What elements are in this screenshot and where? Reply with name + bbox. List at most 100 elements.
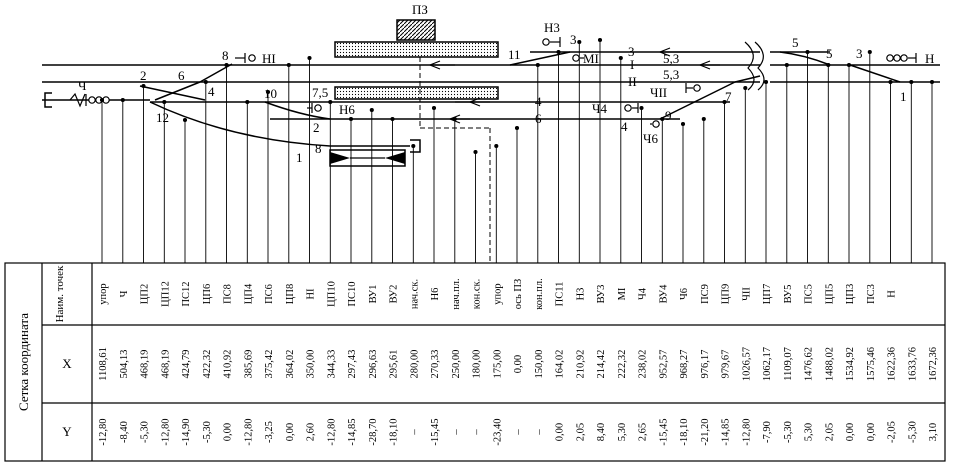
table-x-value: 468,19	[140, 350, 151, 379]
table-y-value: -15,45	[658, 418, 669, 445]
table-point-name: ЦП12	[160, 281, 171, 307]
track-label-I: I	[630, 57, 634, 72]
table-x-value: 297,43	[347, 350, 358, 379]
leader-dot	[307, 55, 312, 61]
table-y-value: -14,85	[347, 418, 358, 445]
table-x-value: 222,32	[617, 350, 628, 379]
leader-dot	[182, 117, 188, 123]
switch-10: 10	[264, 86, 277, 101]
table-y-value: -14,90	[181, 418, 192, 445]
table-y-value: –	[534, 429, 545, 436]
table-point-name: ЦП4	[243, 283, 254, 304]
table-point-name: ПС10	[347, 281, 358, 306]
signal-N: Н	[925, 51, 934, 66]
loading-ramp	[329, 149, 406, 167]
leader-dot	[390, 116, 395, 122]
leader-dot	[203, 79, 208, 85]
signal-Ch: Ч	[78, 78, 87, 93]
table-point-name: ЦП3	[845, 284, 856, 304]
table-y-value: –	[472, 429, 483, 436]
leader-dot	[452, 116, 457, 122]
signal-N3: Н3	[544, 20, 560, 35]
table-point-name: кон.ск.	[472, 279, 483, 309]
table-point-name: нач.ск.	[409, 279, 420, 309]
leader-dot	[805, 49, 810, 55]
table-x-value: 180,00	[472, 350, 483, 379]
switch-2: 2	[140, 68, 147, 83]
table-y-value: 0,00	[845, 423, 856, 441]
table-x-value: 1476,62	[804, 347, 815, 381]
table-point-name: ЦП10	[326, 281, 337, 307]
table-y-value: 0,00	[866, 423, 877, 441]
table-point-name: ПС11	[555, 282, 566, 307]
leader-dot	[784, 62, 789, 68]
table-y-value: -21,20	[700, 418, 711, 445]
leader-dot	[826, 62, 831, 68]
table-point-name: ПС3	[866, 284, 877, 304]
table-x-value: 468,19	[160, 350, 171, 379]
signals	[69, 37, 917, 128]
table-x-value: 1534,92	[845, 347, 856, 381]
table-point-name: ПС8	[223, 284, 234, 304]
platform-label-75: 7,5	[312, 85, 328, 100]
table-x-value: 385,69	[243, 350, 254, 379]
switch-11: 11	[508, 47, 521, 62]
table-point-name: ВУ4	[658, 284, 669, 304]
table-columns: упор 1108,61 -12,80 Ч 504,13 -8,40 ЦП2 468,19 -5…	[98, 278, 939, 445]
table-point-name: упор	[492, 283, 503, 304]
signal-Ch6: Ч6	[643, 131, 658, 146]
leader-dot	[141, 83, 146, 89]
leader-dot	[660, 116, 665, 122]
table-y-value: -7,90	[762, 421, 773, 443]
table-point-name: ПС6	[264, 284, 275, 304]
track-label-8: 8	[315, 141, 322, 156]
table-point-name: ПС12	[181, 281, 192, 306]
leader-dot	[473, 149, 478, 155]
table-point-name: ВУ1	[368, 285, 379, 304]
table-x-value: 979,67	[721, 350, 732, 379]
direction-arrows	[428, 47, 720, 124]
track-label-4: 4	[535, 94, 542, 109]
leader-dot	[162, 99, 167, 105]
table-point-name: Н3	[575, 288, 586, 301]
table-point-name: ЦП2	[140, 284, 151, 304]
switch-2b: 2	[313, 120, 320, 135]
table-point-name: Ч	[119, 290, 130, 297]
table-x-value: 350,00	[306, 350, 317, 379]
table-point-name: ЦП8	[285, 284, 296, 304]
leader-dot	[701, 116, 706, 122]
table-x-value: 210,92	[575, 350, 586, 379]
switch-7: 7	[725, 89, 732, 104]
table-y-value: -5,30	[907, 421, 918, 443]
track-label-6: 6	[535, 111, 542, 126]
table-y-value: 0,00	[555, 423, 566, 441]
table-point-name: ВУ5	[783, 285, 794, 304]
leader-lines	[99, 37, 935, 263]
coordinate-table	[4, 262, 946, 462]
table-x-value: 1026,57	[741, 347, 752, 381]
leader-dot	[494, 143, 499, 149]
leader-dot	[265, 89, 271, 95]
table-x-value: 270,33	[430, 350, 441, 379]
leader-dot	[888, 79, 893, 85]
table-y-value: -12,80	[243, 418, 254, 445]
table-x-value: 976,17	[700, 350, 711, 379]
track-label-53-mid: 5,3	[663, 67, 679, 82]
table-y-value: -5,30	[783, 421, 794, 443]
table-y-value: 0,00	[285, 423, 296, 441]
table-y-value: -12,80	[741, 418, 752, 445]
table-x-value: 280,00	[409, 350, 420, 379]
switch-3: 3	[570, 32, 577, 47]
leader-dot	[431, 105, 437, 111]
leader-dot	[846, 62, 852, 68]
table-x-value: 364,02	[285, 350, 296, 379]
building-title: ПЗ	[412, 2, 428, 17]
table-x-value: 150,00	[534, 350, 545, 379]
table-point-name: ПС9	[700, 284, 711, 304]
table-x-value: 504,13	[119, 350, 130, 379]
leader-dot	[909, 79, 914, 85]
table-x-value: 1109,07	[783, 347, 794, 381]
table-x-value: 1108,61	[98, 347, 109, 381]
table-y-value: -8,40	[119, 421, 130, 443]
